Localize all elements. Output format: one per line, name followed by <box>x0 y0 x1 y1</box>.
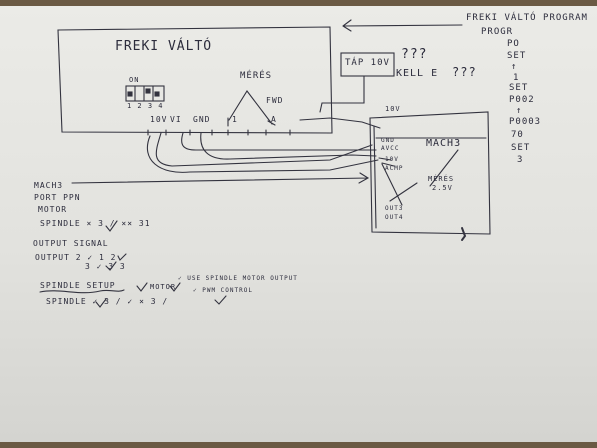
program-step-8: 70 <box>511 130 524 140</box>
program-step-5: P002 <box>509 95 535 105</box>
terminal-dividers <box>147 129 291 136</box>
wire-vi <box>181 132 377 151</box>
mach3-box <box>369 111 491 235</box>
program-step-10: 3 <box>517 155 524 165</box>
mach3-pin-3: 10V <box>385 156 399 163</box>
mach3-inner-edge <box>373 125 377 229</box>
mach3-pin-2: AVCC <box>381 145 400 152</box>
note-line-8: MOTOR <box>150 283 177 291</box>
program-step-2: ↑ <box>511 62 518 72</box>
dip-label-numbers: 1 2 3 4 <box>127 102 164 110</box>
tap-label: TÁP 10V <box>345 58 390 68</box>
terminal-vi: VI <box>170 115 182 124</box>
program-step-4: SET <box>509 83 529 93</box>
program-step-1: SET <box>507 51 527 61</box>
note-line-7: SPINDLE SETUP <box>40 281 116 290</box>
note-line-6: 3 ✓ 3 3 <box>85 262 126 271</box>
note-line-4: OUTPUT SIGNAL <box>33 239 109 248</box>
program-step-0: PO <box>507 39 520 49</box>
mach3-internal-arrows <box>381 149 459 206</box>
wire-pwd <box>299 117 381 129</box>
meres-arrows <box>227 90 276 127</box>
mach3-pin-4: ACMP <box>385 165 404 172</box>
wire-lower <box>146 135 379 173</box>
underline <box>39 289 125 294</box>
fwd-label: FWD <box>266 96 284 105</box>
kell-e-label: KELL E <box>396 68 439 79</box>
mach3-meres-value: 2.5V <box>432 184 453 192</box>
tap-box <box>340 52 395 77</box>
terminal-a: A <box>271 115 277 124</box>
note-line-11: SPINDLE ✓ 3 / ✓ × 3 / <box>46 297 169 306</box>
check-marks <box>105 220 127 271</box>
note-line-10: ✓ PWM CONTROL <box>193 287 253 294</box>
program-title-2: PROGR <box>481 27 514 37</box>
dip-switch-block <box>125 85 165 102</box>
mach3-pin-1: GND <box>381 137 395 144</box>
note-line-0: MACH3 <box>34 181 64 190</box>
mach3-title: MACH3 <box>426 138 462 149</box>
program-step-7: P0003 <box>509 117 542 127</box>
inverter-title: FREKI VÁLTÓ <box>115 39 213 54</box>
note-line-9: ✓ USE SPINDLE MOTOR OUTPUT <box>178 275 298 282</box>
note-line-5: OUTPUT 2 ✓ 1 2 <box>35 253 117 262</box>
inverter-box <box>57 26 333 134</box>
mach3-10v-label: 10V <box>385 105 401 113</box>
terminal-10v: 10V <box>150 115 168 124</box>
dip-label-on: ON <box>129 76 140 84</box>
program-arrow <box>342 19 463 32</box>
note-line-3: SPINDLE × 3 / ×× 31 <box>40 219 151 228</box>
tap-question: ??? <box>401 47 428 62</box>
program-step-9: SET <box>511 143 531 153</box>
program-title-1: FREKI VÁLTÓ PROGRAM <box>466 13 588 23</box>
terminal-1: 1 <box>232 115 238 124</box>
meres-label: MÉRÉS <box>240 71 273 81</box>
kell-e-question: ??? <box>452 65 477 79</box>
terminal-gnd: GND <box>193 115 211 124</box>
mach3-meres: MÉRÉS <box>428 175 455 183</box>
paper-sheet <box>0 6 597 442</box>
mach3-out-1: OUT3 <box>385 205 404 212</box>
wire-10v <box>155 132 373 167</box>
tap-wire <box>319 75 365 113</box>
notes-arrow <box>71 172 370 184</box>
note-line-1: PORT PPN <box>34 193 81 202</box>
note-line-2: MOTOR <box>38 205 68 214</box>
program-step-6: ↑ <box>516 106 523 116</box>
mach3-out-2: OUT4 <box>385 214 404 221</box>
wire-gnd <box>200 132 377 160</box>
program-step-3: 1 <box>513 73 520 83</box>
